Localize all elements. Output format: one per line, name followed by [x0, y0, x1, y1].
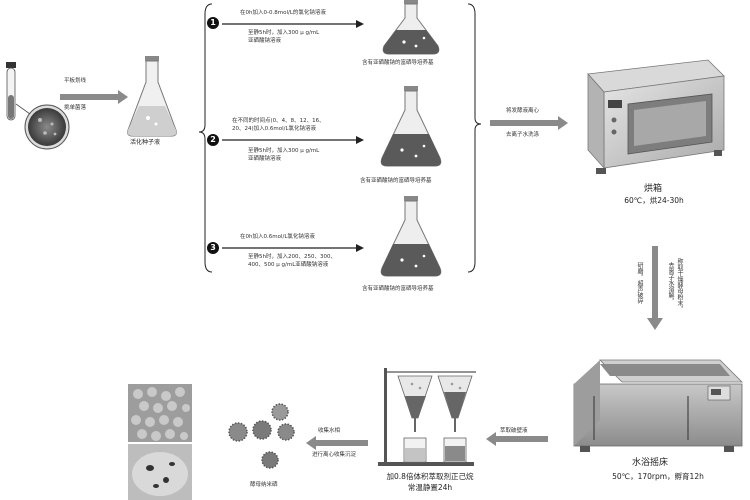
grind-col1: 称取干燥酵母粉末， [676, 258, 683, 312]
separatory-funnel-icon [378, 368, 476, 466]
water-bath-icon [573, 359, 743, 452]
right-brace [467, 3, 482, 273]
arrow-inoculate [60, 90, 128, 104]
petri-dish-icon [15, 103, 70, 150]
centrifuge-line1: 将发酵液离心 [506, 108, 540, 114]
extract-line1: 加0.8倍体积萃取剂正己烷 [386, 472, 474, 481]
seed-label: 活化种子液 [130, 139, 161, 146]
branch3-flask: 含有亚硒酸钠的富硒导培养基 [362, 286, 434, 292]
collect-line1: 收集水相 [318, 428, 341, 434]
extract-arrow-label: 萃取破壁液 [500, 428, 528, 434]
arrow-grind [647, 246, 663, 330]
inoculate-line2: 挑单菌落 [64, 105, 87, 111]
bath-name: 水浴摇床 [631, 458, 668, 468]
grind-col3: 研磨，超声破碎 [636, 262, 643, 304]
product-label: 酵母纳米硒 [250, 482, 278, 488]
branch2-flask: 含有亚硒酸钠的富硒导培养基 [360, 178, 432, 184]
branch1-bot1: 至静5h时，加入300 μ g/mL [248, 30, 320, 36]
collect-line2: 进行离心收集沉淀 [312, 452, 357, 458]
arrow-extract [486, 432, 548, 446]
grind-col2: 去离子水溶解， [667, 262, 674, 304]
bath-condition: 50℃，170rpm，孵育12h [612, 472, 704, 481]
arrow-centrifuge [490, 116, 568, 130]
micrograph-images [128, 384, 192, 500]
branch2-top1: 在不同的时间点(0、4、8、12、16、 [232, 118, 325, 124]
branch3-bot1: 至静5h时，加入200、250、300、 [248, 254, 336, 260]
centrifuge-line2: 去离子水洗涤 [506, 132, 540, 138]
left-brace [198, 3, 213, 273]
branch1-top1: 在0h加入0-0.8mol/L的氯化钠溶液 [240, 10, 326, 16]
extract-line2: 常温静置24h [407, 483, 453, 492]
branch-arrow-1 [356, 20, 364, 28]
branch1-bot2: 亚硒酸钠溶液 [248, 38, 282, 44]
flask-icon-2 [380, 86, 442, 167]
branch3-top1: 在0h加入0.6mol/L氯化钠溶液 [240, 234, 315, 240]
seed-flask-icon [127, 56, 177, 137]
oven-icon [587, 59, 725, 174]
flask-icon-3 [380, 196, 442, 277]
test-tube-icon [6, 62, 16, 121]
branch-badge-3: 3 [207, 242, 219, 254]
flask-icon-1 [382, 0, 440, 55]
branch-badge-2: 2 [207, 134, 219, 146]
branch2-bot1: 至静5h时，加入300 μ g/mL [248, 148, 320, 154]
branch2-bot2: 亚硒酸钠溶液 [248, 156, 282, 162]
branch1-flask: 含有亚硒酸钠的富硒导培养基 [362, 60, 434, 66]
oven-condition: 60℃，烘24-30h [624, 196, 684, 205]
branch-badge-1: 1 [207, 17, 219, 29]
branch2-top2: 20、24)加入0.6mol/L氯化钠溶液 [232, 126, 317, 132]
branch-arrow-3 [356, 244, 364, 252]
nano-selenium-icon [228, 403, 295, 469]
branch3-bot2: 400、500 μ g/mL亚硒酸钠溶液 [248, 262, 329, 268]
arrow-collect [306, 436, 368, 450]
oven-name: 烘箱 [643, 184, 662, 194]
branch-arrow-2 [356, 136, 364, 144]
inoculate-line1: 平板划线 [64, 78, 87, 84]
